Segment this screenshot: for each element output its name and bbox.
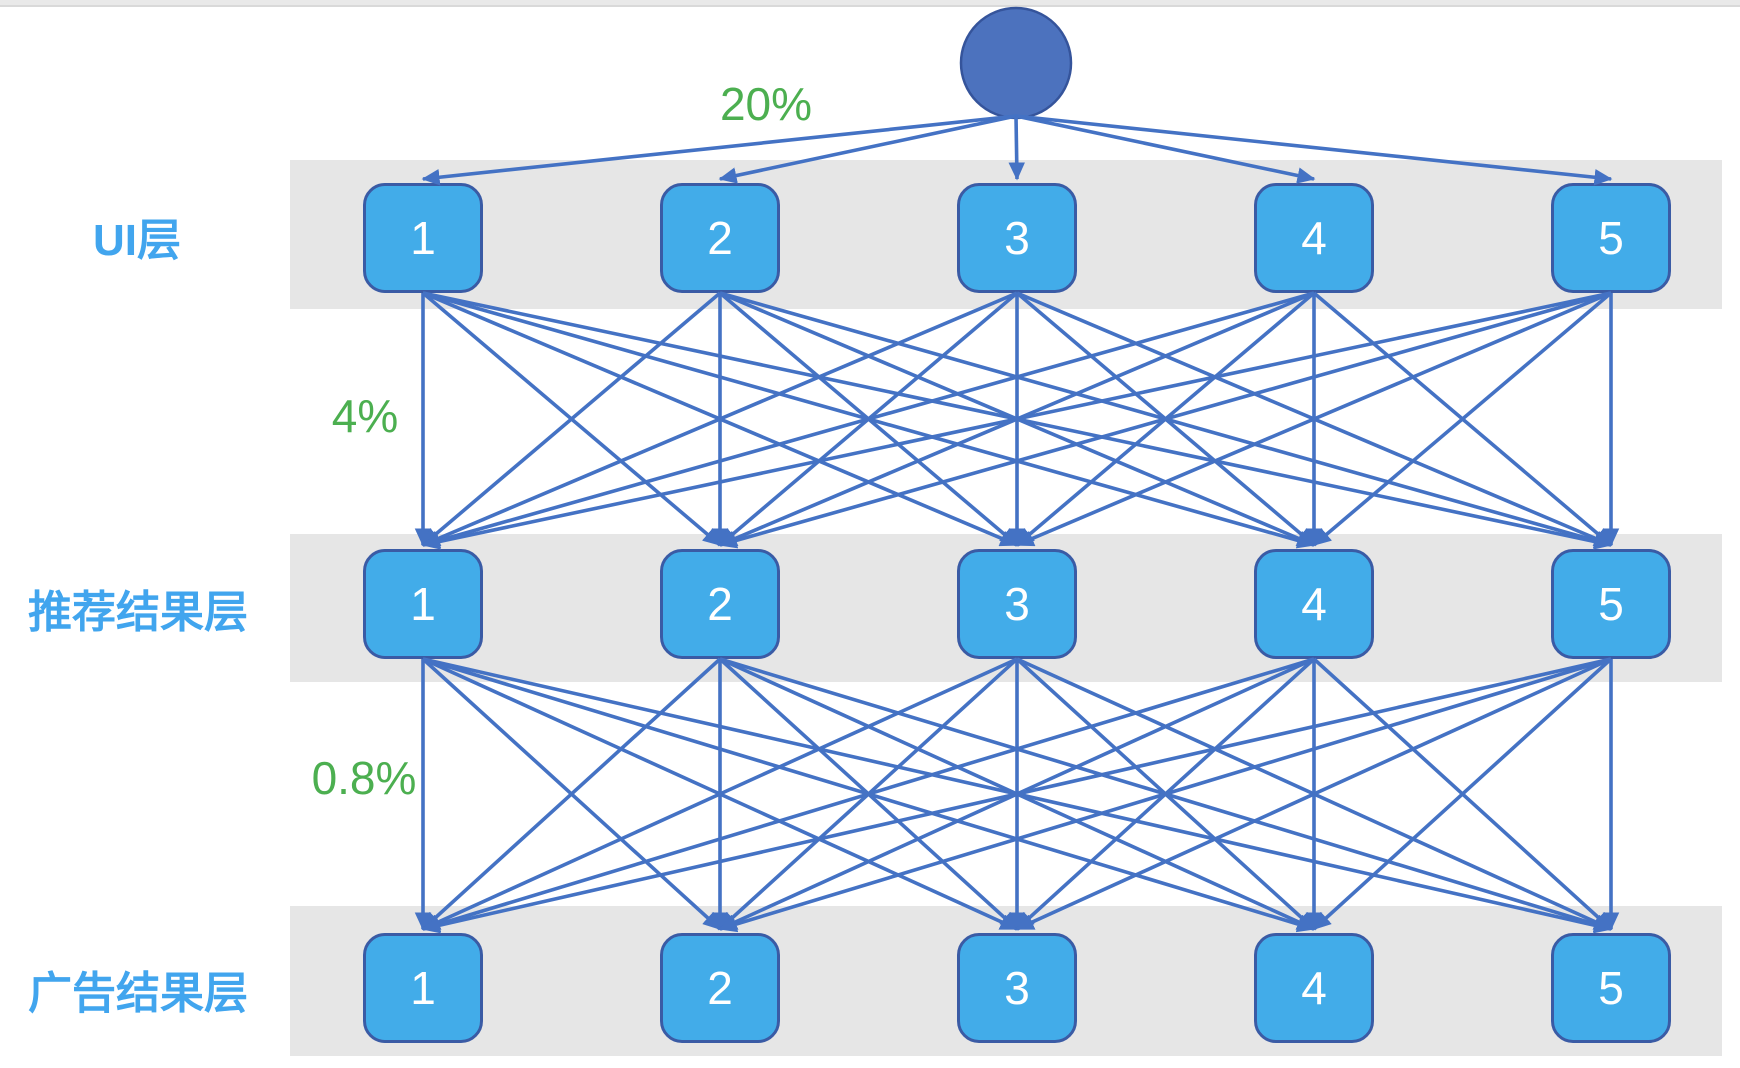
percent-label-ad: 0.8%	[311, 752, 417, 804]
edge-ui-to-recommend	[718, 291, 1315, 547]
edge-recommend-to-ad	[421, 657, 722, 931]
edge-recommend-to-ad	[422, 657, 1019, 931]
node-recommend-3: 3	[957, 549, 1077, 659]
edge-recommend-to-ad	[421, 657, 722, 931]
edge-ui-to-recommend	[421, 291, 722, 547]
node-recommend-1: 1	[363, 549, 483, 659]
edge-ui-to-recommend	[1015, 291, 1316, 547]
node-ad-1: 1	[363, 933, 483, 1043]
edge-recommend-to-ad	[718, 657, 1612, 933]
edge-recommend-to-ad	[421, 657, 1018, 931]
node-ad-5: 5	[1551, 933, 1671, 1043]
edge-ui-to-recommend	[719, 291, 1613, 549]
node-ui-5: 5	[1551, 183, 1671, 293]
edge-recommend-to-ad	[1015, 657, 1316, 931]
node-ui-1: 1	[363, 183, 483, 293]
layer-label-ad: 广告结果层	[28, 969, 248, 1018]
node-ui-4: 4	[1254, 183, 1374, 293]
edge-ui-to-recommend	[422, 291, 1316, 549]
edge-recommend-to-ad	[422, 657, 1613, 934]
edge-recommend-to-ad	[1312, 657, 1613, 931]
node-ui-2: 2	[660, 183, 780, 293]
edge-ui-to-recommend	[1015, 291, 1612, 547]
edge-ui-to-recommend	[422, 291, 1019, 547]
edge-ui-to-recommend	[1312, 291, 1613, 547]
edge-ui-to-recommend	[1312, 291, 1613, 547]
edge-recommend-to-ad	[421, 657, 1315, 933]
edge-ui-to-recommend	[1016, 291, 1613, 547]
top-border-strip	[0, 0, 1740, 7]
edge-recommend-to-ad	[719, 657, 1613, 933]
node-ad-4: 4	[1254, 933, 1374, 1043]
edge-ui-to-recommend	[718, 291, 1019, 547]
edge-recommend-to-ad	[718, 657, 1315, 931]
edge-recommend-to-ad	[422, 657, 1316, 933]
node-recommend-5: 5	[1551, 549, 1671, 659]
node-ui-3: 3	[957, 183, 1077, 293]
node-ad-3: 3	[957, 933, 1077, 1043]
edge-ui-to-recommend	[421, 291, 1612, 550]
edge-recommend-to-ad	[718, 657, 1019, 931]
percent-label-recommend: 4%	[331, 390, 399, 442]
edge-ui-to-recommend	[422, 291, 1613, 550]
edge-ui-to-recommend	[718, 291, 1612, 549]
edge-recommend-to-ad	[421, 657, 1612, 934]
edge-recommend-to-ad	[1312, 657, 1613, 931]
layer-label-recommend: 推荐结果层	[28, 588, 248, 637]
edge-ui-to-recommend	[1015, 291, 1316, 547]
edge-ui-to-recommend	[421, 291, 722, 547]
edge-recommend-to-ad	[1015, 657, 1316, 931]
edge-recommend-to-ad	[1016, 657, 1613, 931]
edge-recommend-to-ad	[718, 657, 1019, 931]
root-node	[959, 6, 1073, 120]
percent-label-ui: 20%	[719, 78, 813, 130]
node-ad-2: 2	[660, 933, 780, 1043]
layer-label-ui: UI层	[93, 216, 181, 265]
edge-recommend-to-ad	[719, 657, 1316, 931]
node-recommend-4: 4	[1254, 549, 1374, 659]
edge-recommend-to-ad	[1015, 657, 1612, 931]
edge-ui-to-recommend	[718, 291, 1019, 547]
node-recommend-2: 2	[660, 549, 780, 659]
edge-ui-to-recommend	[421, 291, 1018, 547]
edge-ui-to-recommend	[719, 291, 1316, 547]
edge-ui-to-recommend	[421, 291, 1315, 549]
